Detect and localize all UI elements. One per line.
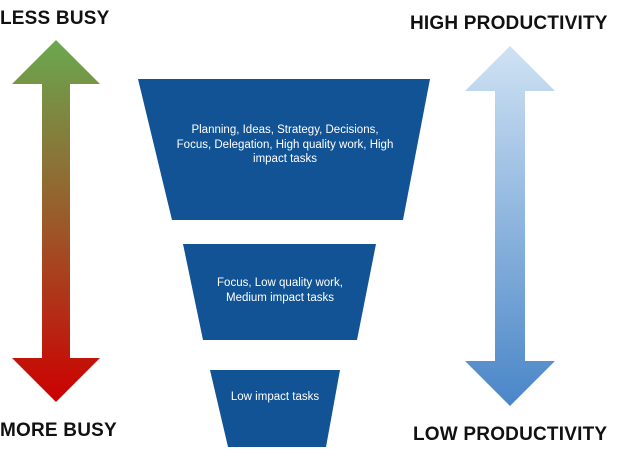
tier-3-text: Low impact tasks [230,391,320,403]
tier-2-text: Focus, Low quality work, Medium impact t… [217,277,343,304]
tier-2-shape [183,244,376,340]
tier-3-shape [210,370,340,447]
low-productivity-label: LOW PRODUCTIVITY [413,424,608,445]
tier-1-shape [138,79,430,220]
tier-1-text: Planning, Ideas, Strategy, Decisions, Fo… [176,124,394,165]
less-busy-label: LESS BUSY [0,8,110,29]
high-productivity-label: HIGH PRODUCTIVITY [410,13,608,34]
productivity-arrow [465,46,555,406]
more-busy-label: MORE BUSY [0,420,117,441]
busy-arrow [12,40,100,402]
